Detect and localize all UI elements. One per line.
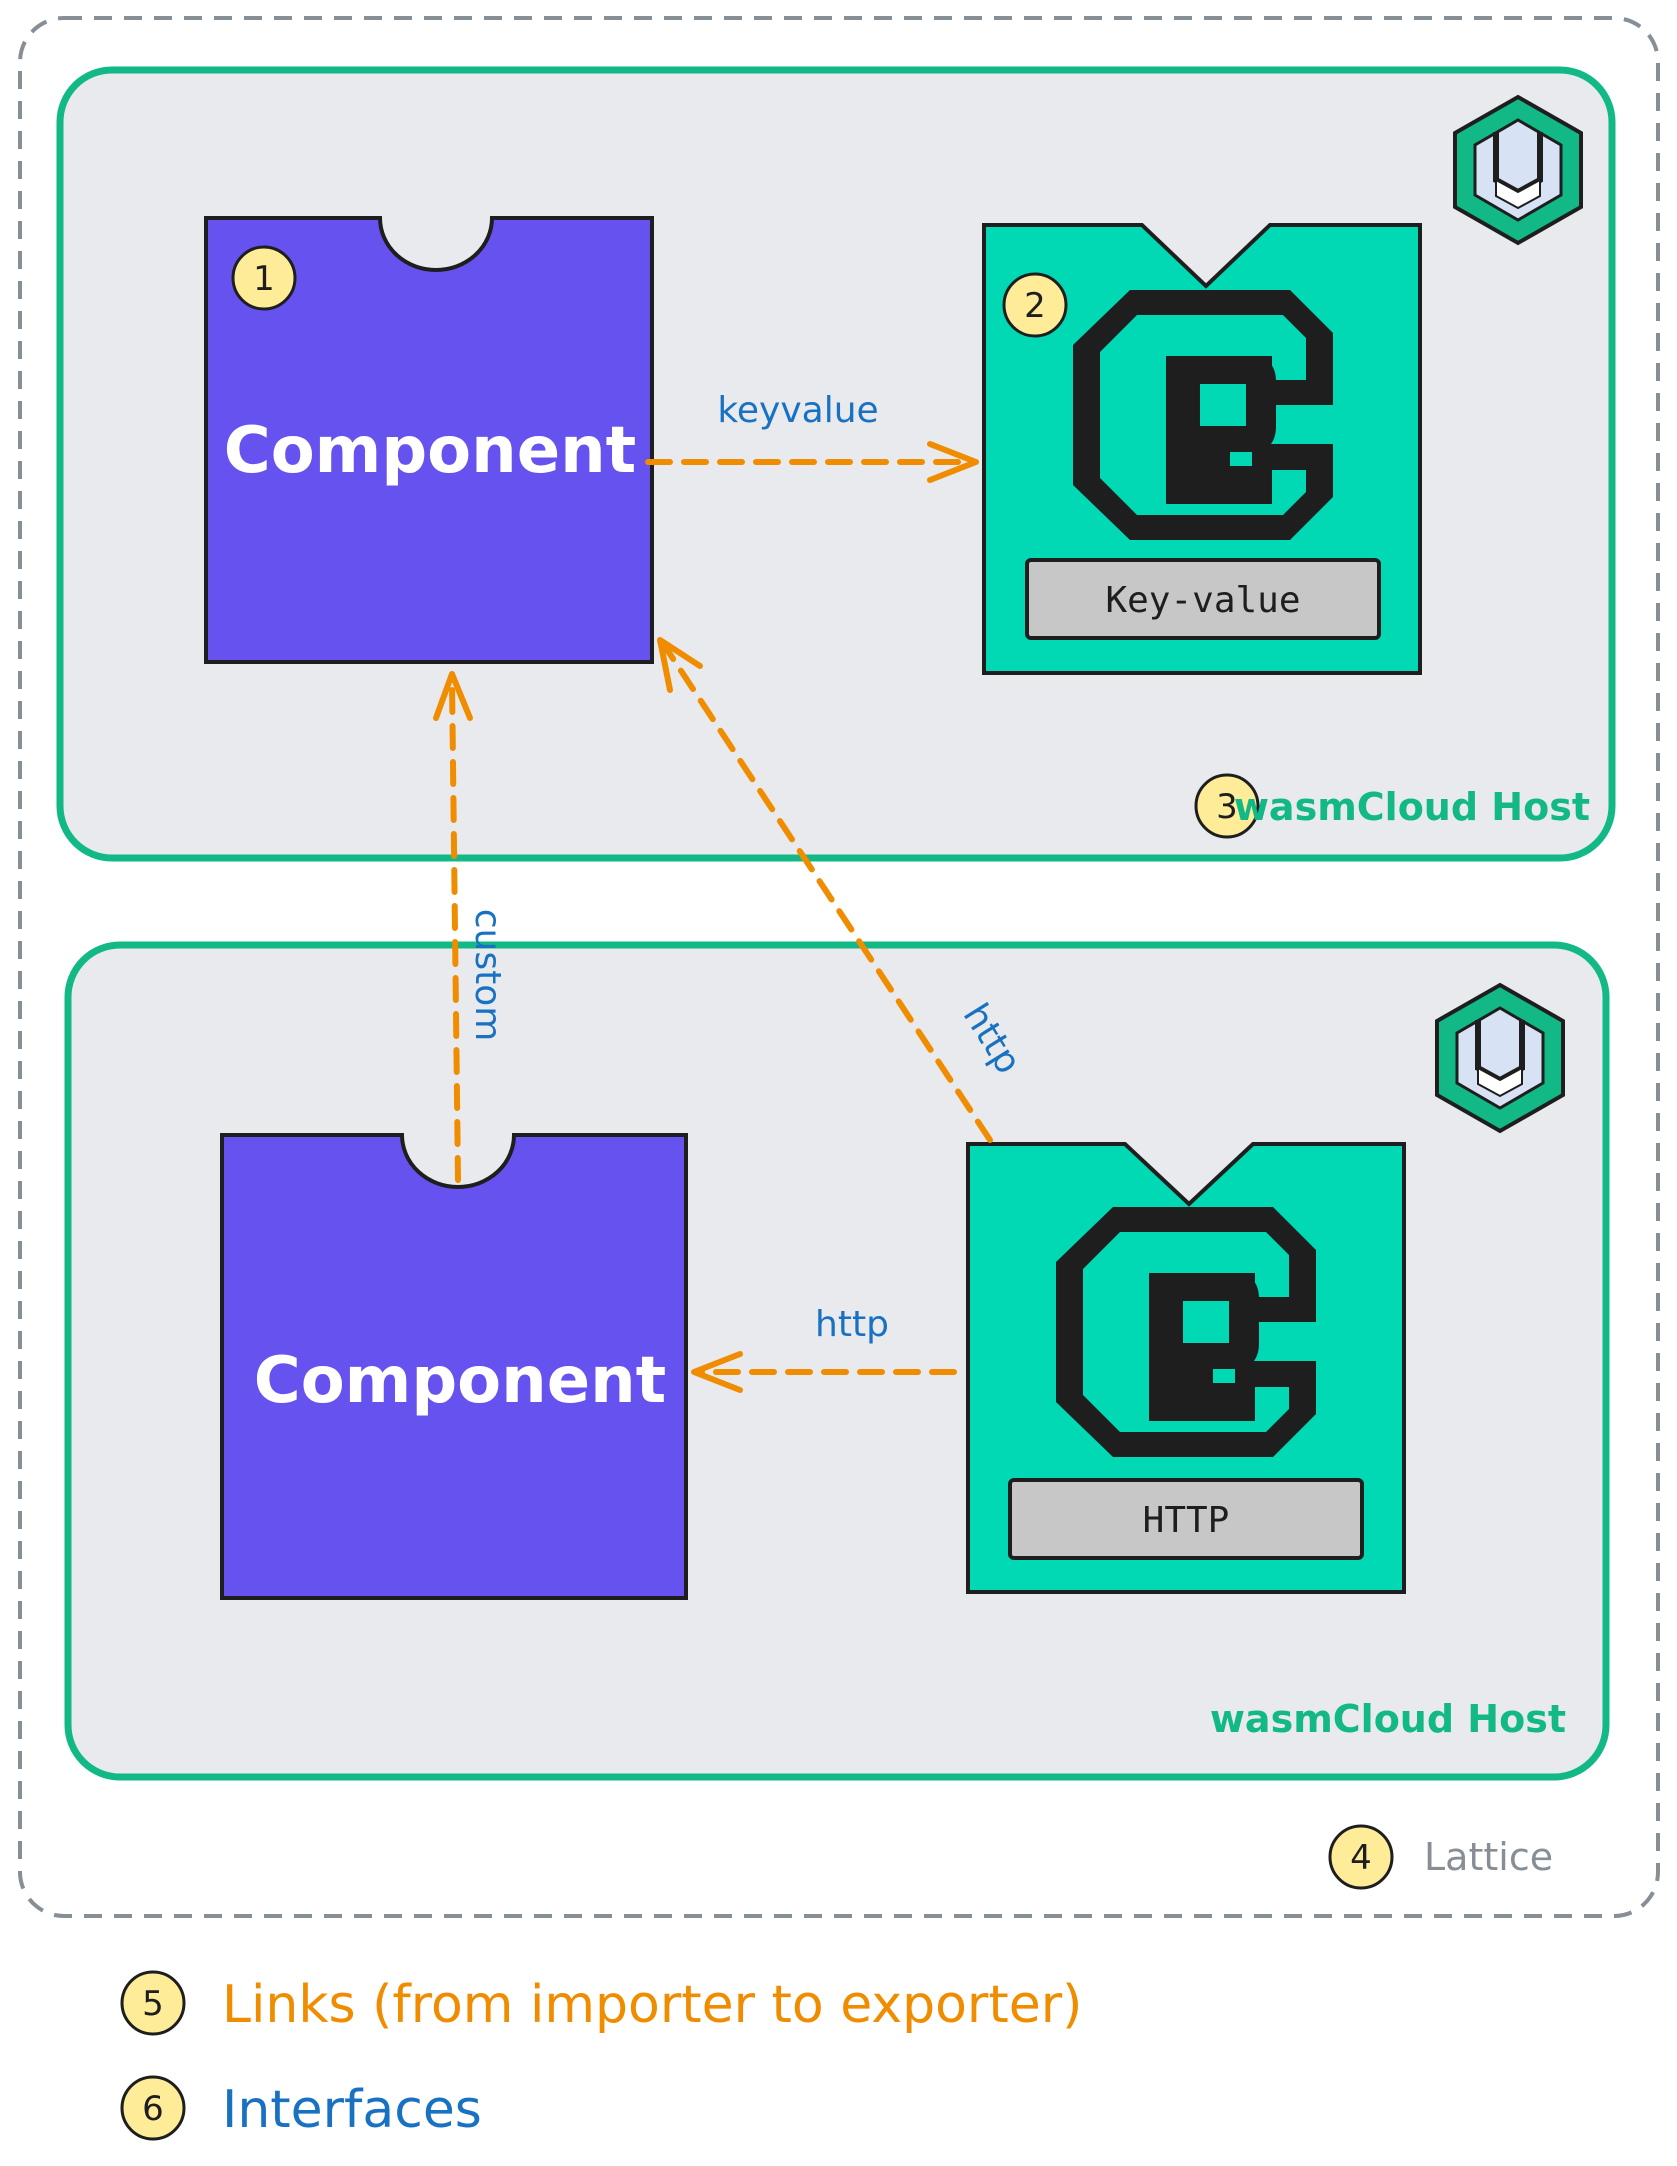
host-bottom-label: wasmCloud Host — [1210, 1697, 1566, 1741]
provider-http[interactable]: HTTP — [966, 1142, 1406, 1594]
link-keyvalue: keyvalue — [645, 390, 979, 483]
link-custom: custom — [433, 671, 508, 1183]
provider-keyvalue-label-box — [1025, 558, 1381, 640]
provider-keyvalue[interactable]: Key-value 2 — [982, 223, 1422, 675]
badge-1-text: 1 — [253, 259, 275, 299]
badge-6-text: 6 — [142, 2089, 164, 2129]
badge-2 — [1002, 272, 1068, 338]
legend-links-text: Links (from importer to exporter) — [222, 1975, 1082, 2035]
lattice-boundary — [18, 16, 1660, 1918]
component-bottom-label: Component — [254, 1344, 667, 1418]
interface-keyvalue-label: keyvalue — [717, 390, 878, 431]
provider-logo-icon — [1073, 290, 1333, 540]
wasmcloud-logo-icon — [1435, 982, 1565, 1134]
badge-1 — [231, 245, 297, 311]
badge-2-text: 2 — [1024, 286, 1046, 326]
badge-3-text: 3 — [1216, 787, 1238, 827]
provider-http-label: HTTP — [1143, 1500, 1230, 1541]
provider-logo-icon — [1056, 1207, 1316, 1457]
host-bottom: Component HTTP wasmCloud Host — [64, 941, 1610, 1781]
component-top[interactable]: Component 1 — [204, 216, 654, 664]
lattice-label: Lattice — [1424, 1835, 1553, 1879]
badge-6 — [120, 2075, 186, 2141]
badge-5-text: 5 — [142, 1984, 164, 2024]
link-http-bottom: http — [691, 1304, 957, 1393]
wasmcloud-logo-icon — [1453, 94, 1583, 246]
badge-3 — [1194, 773, 1260, 839]
component-top-label: Component — [224, 414, 637, 488]
host-top-label: wasmCloud Host — [1234, 785, 1590, 829]
badge-4-text: 4 — [1350, 1838, 1372, 1878]
legend-interfaces-text: Interfaces — [222, 2080, 482, 2140]
legend-item-interfaces: 6 Interfaces — [120, 2075, 482, 2141]
badge-4 — [1328, 1824, 1394, 1890]
legend-item-links: 5 Links (from importer to exporter) — [120, 1970, 1082, 2036]
badge-5 — [120, 1970, 186, 2036]
legend: 5 Links (from importer to exporter) 6 In… — [120, 1970, 1082, 2141]
provider-keyvalue-label: Key-value — [1105, 580, 1300, 621]
interface-custom-label: custom — [467, 909, 508, 1042]
component-bottom[interactable]: Component — [220, 1133, 688, 1600]
interface-http-bottom-label: http — [815, 1304, 889, 1345]
provider-http-label-box — [1008, 1478, 1364, 1560]
